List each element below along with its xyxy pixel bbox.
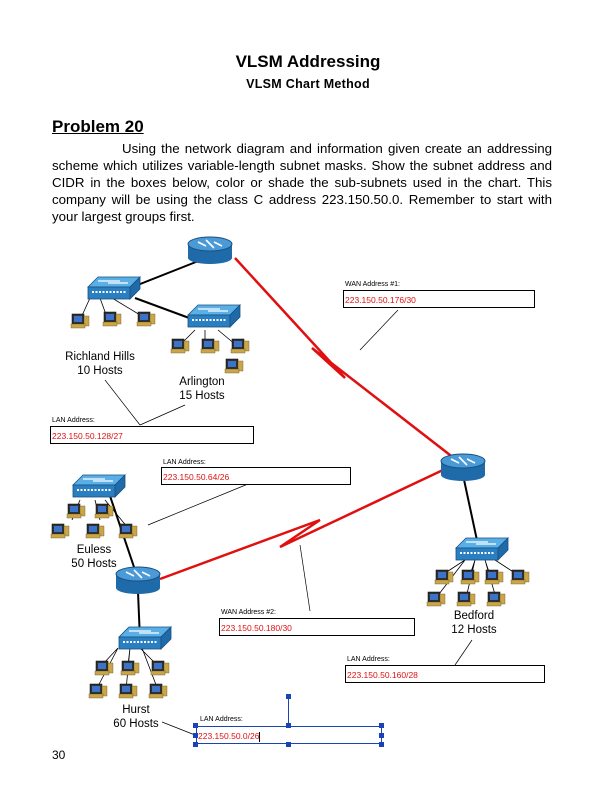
site-hosts: 10 Hosts (77, 365, 123, 377)
computer-icon (484, 569, 504, 585)
site-hurst: Hurst 60 Hosts (100, 703, 172, 731)
router-icon[interactable] (187, 236, 233, 265)
site-name: Hurst (122, 704, 150, 716)
text-cursor (259, 731, 261, 742)
lan-euless-label: LAN Address: (163, 459, 206, 466)
lan-richland-arlington-label: LAN Address: (52, 417, 95, 424)
site-euless: Euless 50 Hosts (58, 543, 130, 571)
router-icon[interactable] (115, 566, 161, 595)
wan2-label: WAN Address #2: (221, 609, 276, 616)
computer-icon (460, 569, 480, 585)
switch-icon[interactable] (72, 474, 126, 498)
computer-icon (456, 591, 476, 607)
site-arlington: Arlington 15 Hosts (162, 375, 242, 403)
site-name: Euless (76, 544, 112, 556)
rotate-handle-line (288, 697, 289, 727)
problem-text: Using the network diagram and informatio… (52, 140, 552, 225)
site-hosts: 50 Hosts (71, 558, 117, 570)
computer-icon (224, 358, 244, 374)
problem-heading: Problem 20 (52, 117, 144, 136)
computer-icon (118, 683, 138, 699)
resize-handle-top-right[interactable] (379, 723, 384, 728)
computer-icon (50, 523, 70, 539)
resize-handle-left[interactable] (193, 733, 198, 738)
page-subtitle: VLSM Chart Method (246, 77, 370, 91)
computer-icon (150, 660, 170, 676)
computer-icon (510, 569, 530, 585)
computer-icon (200, 338, 220, 354)
router-icon[interactable] (440, 453, 486, 482)
resize-handle-bottom-left[interactable] (193, 742, 198, 747)
lan-hurst-address-value: 223.150.50.0/26 (198, 731, 260, 741)
problem-text-body: Using the network diagram and informatio… (52, 141, 552, 224)
computer-icon (85, 523, 105, 539)
wan1-address-field[interactable]: 223.150.50.176/30 (343, 290, 535, 308)
site-bedford: Bedford 12 Hosts (438, 609, 510, 637)
lan-richland-arlington-address-field[interactable]: 223.150.50.128/27 (50, 426, 254, 444)
computer-icon (486, 591, 506, 607)
page-title: VLSM Addressing (235, 52, 381, 71)
site-name: Richland Hills (65, 351, 135, 363)
leader-lines (104, 309, 473, 736)
site-hosts: 60 Hosts (113, 718, 159, 730)
computer-icon (170, 338, 190, 354)
switch-icon[interactable] (187, 304, 241, 328)
computer-icon (102, 311, 122, 327)
link-r2-sw4 (462, 474, 479, 546)
computer-icon (120, 660, 140, 676)
computer-icon (94, 660, 114, 676)
site-name: Bedford (453, 610, 495, 622)
lan-bedford-address-field[interactable]: 223.150.50.160/28 (345, 665, 545, 683)
computer-icon (434, 569, 454, 585)
resize-handle-bottom-right[interactable] (379, 742, 384, 747)
lan-hurst-label: LAN Address: (200, 716, 243, 723)
lan-bedford-label: LAN Address: (347, 656, 390, 663)
computer-icon (66, 503, 86, 519)
wan-link-2 (159, 468, 444, 581)
resize-handle-top[interactable] (286, 723, 291, 728)
computer-icon (148, 683, 168, 699)
switch-icon[interactable] (118, 626, 172, 650)
computer-icon (94, 503, 114, 519)
page-number: 30 (52, 748, 66, 762)
switch-icon[interactable] (455, 537, 509, 561)
wan-link-1 (234, 257, 460, 463)
computer-icon (118, 523, 138, 539)
site-hosts: 12 Hosts (451, 624, 497, 636)
computer-icon (426, 591, 446, 607)
computer-icon (88, 683, 108, 699)
site-richland-hills: Richland Hills 10 Hosts (52, 350, 148, 378)
resize-handle-top-left[interactable] (193, 723, 198, 728)
computer-icon (230, 338, 250, 354)
computer-icon (70, 313, 90, 329)
wan2-address-field[interactable]: 223.150.50.180/30 (219, 618, 415, 636)
site-name: Arlington (179, 376, 225, 388)
wan1-label: WAN Address #1: (345, 281, 400, 288)
switch-icon[interactable] (87, 276, 141, 300)
resize-handle-right[interactable] (379, 733, 384, 738)
rotate-handle[interactable] (286, 694, 291, 699)
resize-handle-bottom[interactable] (286, 742, 291, 747)
computer-icon (136, 311, 156, 327)
site-hosts: 15 Hosts (179, 390, 225, 402)
lan-euless-address-field[interactable]: 223.150.50.64/26 (161, 467, 351, 485)
